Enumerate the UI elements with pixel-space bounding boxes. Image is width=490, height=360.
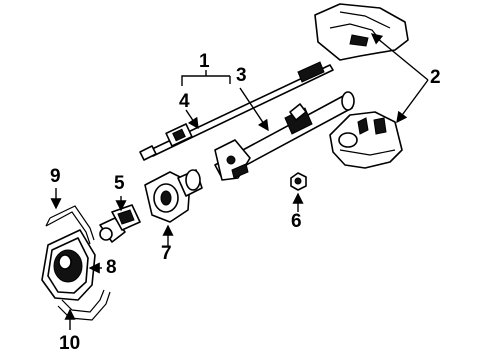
- callout-5: 5: [114, 173, 125, 194]
- nut: [290, 172, 307, 191]
- callout-1: 1: [199, 51, 210, 72]
- shaft-joint: [144, 169, 203, 223]
- callout-8: 8: [106, 257, 117, 278]
- callout-10: 10: [59, 333, 81, 354]
- intermediate-shaft: [139, 61, 334, 161]
- steering-column-tube: [214, 91, 355, 181]
- callout-4: 4: [179, 91, 190, 112]
- column-boot: [41, 229, 96, 301]
- callout-6: 6: [291, 211, 302, 232]
- universal-joint: [99, 204, 141, 243]
- lower-column-cover: [329, 111, 403, 169]
- callout-3: 3: [236, 65, 247, 86]
- callout-2: 2: [430, 67, 441, 88]
- callout-9: 9: [50, 166, 61, 187]
- upper-column-cover: [314, 3, 409, 61]
- leader-lines: [50, 33, 429, 330]
- upper-boot-clamp: [45, 205, 95, 245]
- callout-7: 7: [161, 243, 172, 264]
